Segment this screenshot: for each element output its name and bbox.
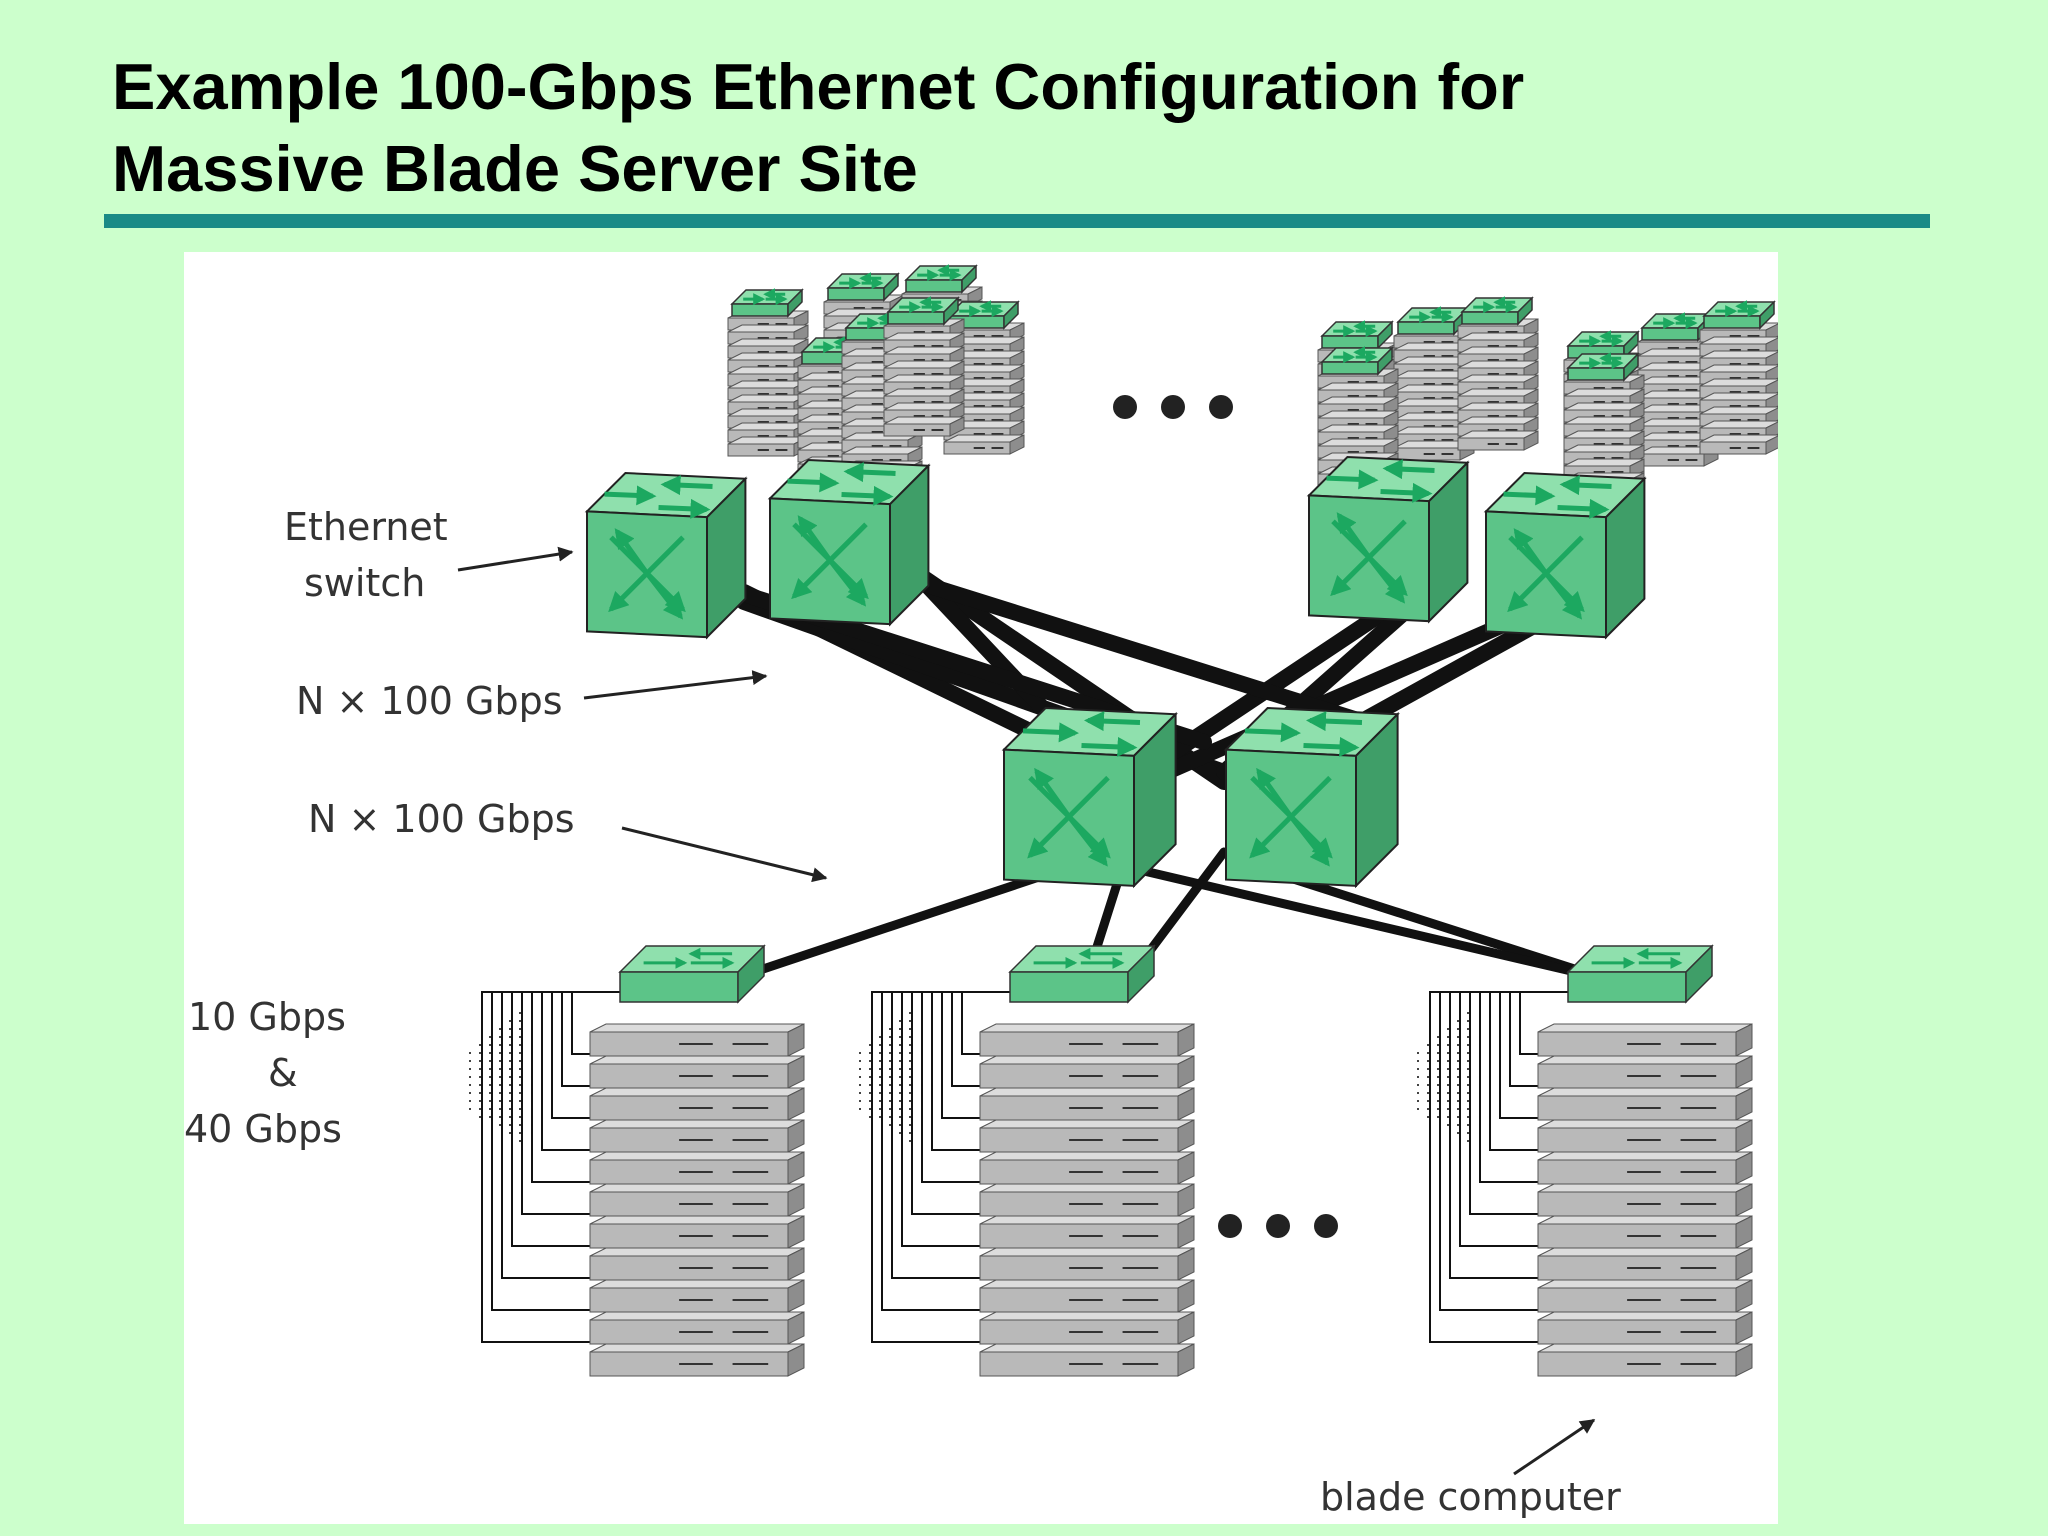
title-line-1: Example 100-Gbps Ethernet Configuration … <box>112 50 1525 123</box>
top-server-stack <box>883 296 965 437</box>
ethernet-switch-top-3 <box>1306 455 1470 624</box>
blade-speed-label-line2: & <box>268 1051 298 1095</box>
blade-computer-label: blade computer <box>1320 1475 1621 1519</box>
blade-computer-pointer <box>1513 1418 1596 1476</box>
top-server-stack <box>943 300 1025 455</box>
edge-switches <box>618 944 1714 1004</box>
ethernet-switch-label-line2: switch <box>304 561 425 605</box>
ethernet-switch-top-2 <box>767 458 931 627</box>
core-switch-2 <box>1223 706 1400 889</box>
top-server-stack <box>1563 352 1645 507</box>
top-stack-switch <box>1566 352 1640 382</box>
top-server-stack <box>1699 300 1778 455</box>
diagram-canvas: Ethernet switch N × 100 Gbps N × 100 Gbp… <box>184 264 1778 1519</box>
top-stack-switch <box>904 264 978 294</box>
uplink-speed-pointer-bottom <box>621 826 828 883</box>
blade-cabling <box>469 991 1600 1343</box>
top-stack-switch <box>730 288 804 318</box>
ethernet-switches <box>584 455 1647 889</box>
ethernet-switch-top-1 <box>584 471 748 640</box>
ellipsis-top-icon <box>1113 395 1233 419</box>
title-line-2: Massive Blade Server Site <box>112 132 918 205</box>
uplink-speed-label-top: N × 100 Gbps <box>296 679 563 723</box>
title-divider <box>104 214 1930 228</box>
top-stack-switch <box>1702 300 1776 330</box>
blade-rack-switch <box>1566 944 1714 1004</box>
uplink-speed-pointer-top <box>583 670 768 700</box>
slide-title: Example 100-Gbps Ethernet Configuration … <box>112 46 1932 210</box>
uplink-speed-label-bottom: N × 100 Gbps <box>308 797 575 841</box>
top-stack-switch <box>1460 296 1534 326</box>
bottom-blade-racks <box>589 1023 1753 1377</box>
blade-speed-label-line1: 10 Gbps <box>188 995 346 1039</box>
network-diagram: Ethernet switch N × 100 Gbps N × 100 Gbp… <box>184 252 1778 1524</box>
ethernet-switch-top-4 <box>1483 471 1647 640</box>
top-server-stack <box>727 288 809 457</box>
top-stack-switch <box>1320 346 1394 376</box>
top-server-stack <box>1393 306 1475 461</box>
top-stack-switch <box>1320 320 1394 350</box>
blade-rack-2 <box>979 1023 1195 1377</box>
ethernet-switch-pointer <box>457 546 574 572</box>
ellipsis-bottom-icon <box>1218 1214 1338 1238</box>
top-stack-switch <box>1396 306 1470 336</box>
blade-rack-3 <box>1537 1023 1753 1377</box>
blade-speed-label-line3: 40 Gbps <box>184 1107 342 1151</box>
blade-rack-1 <box>589 1023 805 1377</box>
top-server-racks <box>727 264 1778 519</box>
top-server-stack <box>1457 296 1539 451</box>
core-switch-1 <box>1001 706 1178 889</box>
top-stack-switch <box>886 296 960 326</box>
top-stack-switch <box>826 272 900 302</box>
ethernet-switch-label-line1: Ethernet <box>284 505 448 549</box>
blade-rack-switch <box>618 944 766 1004</box>
blade-rack-switch <box>1008 944 1156 1004</box>
